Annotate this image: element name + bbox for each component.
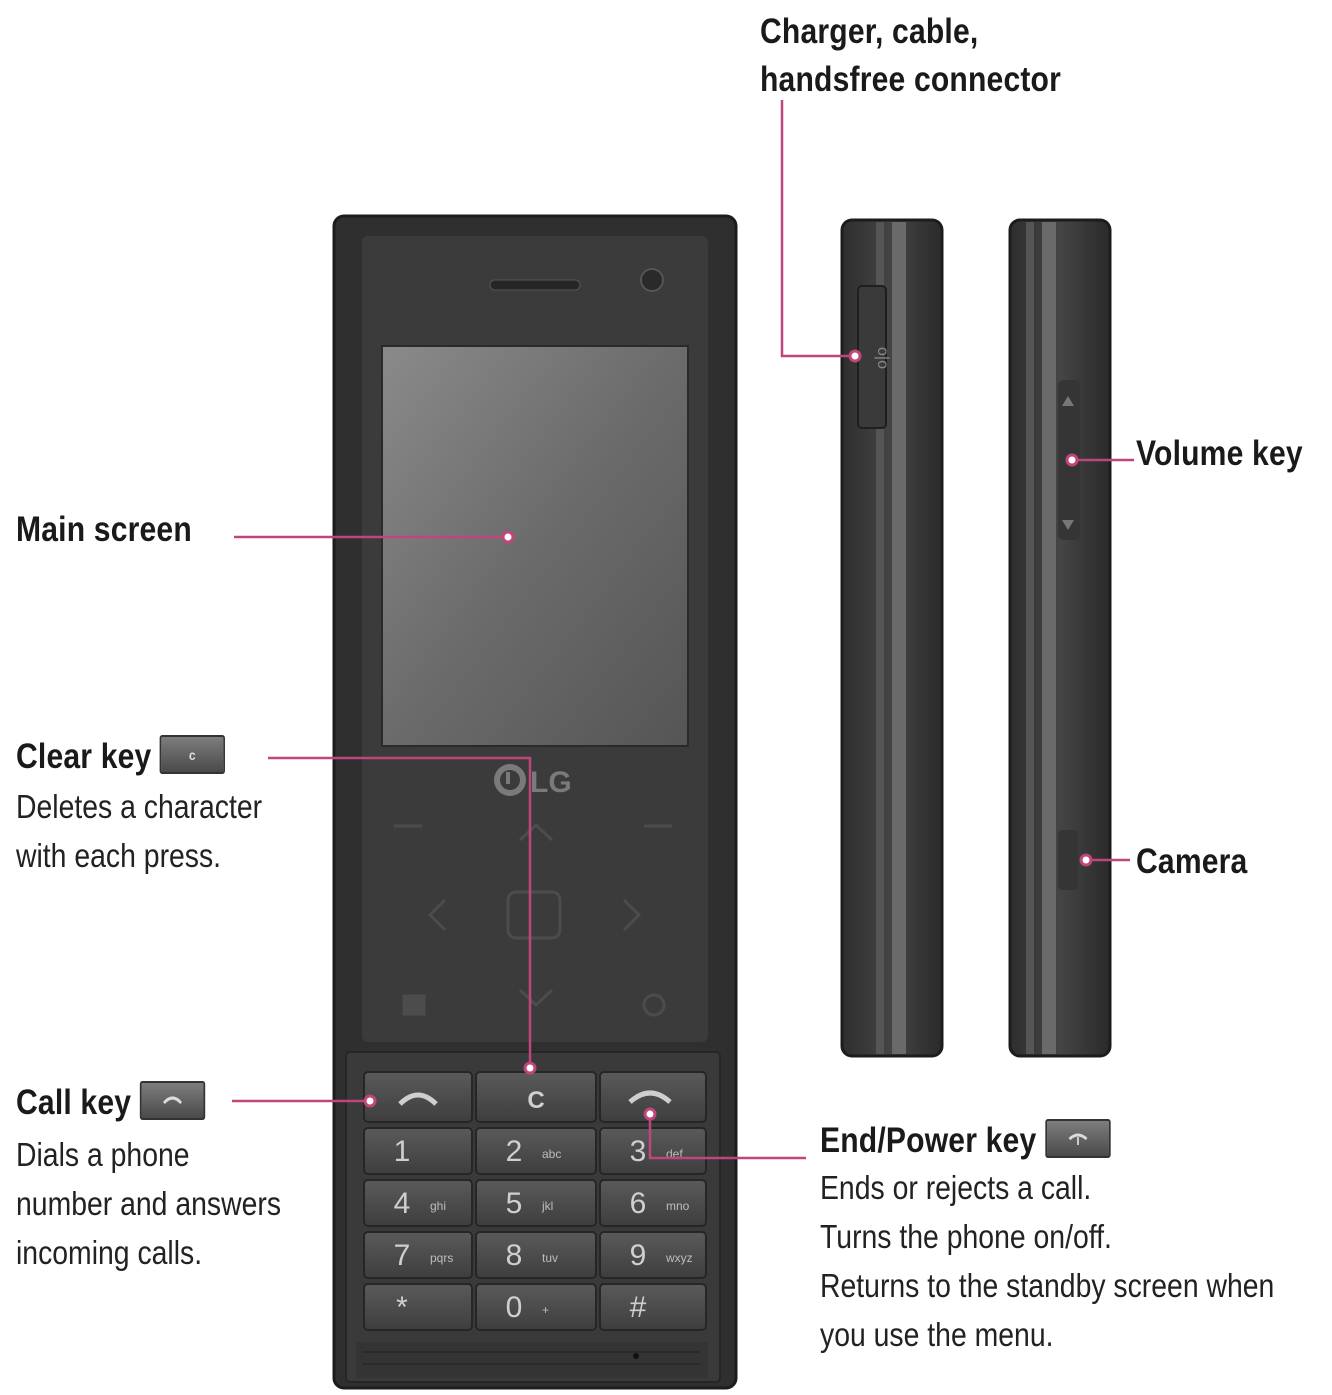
keypad-digit: 8: [506, 1239, 523, 1272]
volume-key-label: Volume key: [1136, 434, 1303, 473]
keypad-key[interactable]: [599, 1179, 707, 1227]
keypad-key[interactable]: [475, 1283, 597, 1331]
keypad-digit: 0: [506, 1291, 523, 1324]
call-key-title: Call key: [16, 1083, 132, 1122]
svg-text:c: c: [189, 747, 196, 763]
bottom-grille: [356, 1342, 708, 1378]
earpiece: [489, 279, 581, 291]
svg-text:o|o: o|o: [874, 347, 891, 369]
end-key[interactable]: [599, 1071, 707, 1123]
end-key-icon: [1044, 1119, 1111, 1159]
keypad-letters: +: [542, 1303, 549, 1317]
keypad-digit: 7: [394, 1239, 411, 1272]
keypad-digit: 1: [394, 1135, 411, 1168]
lg-logo: LG: [494, 764, 572, 799]
keypad-key[interactable]: [475, 1179, 597, 1227]
call-key-symbol: [398, 1092, 438, 1106]
keypad-key[interactable]: [475, 1231, 597, 1279]
keypad-letters: mno: [666, 1199, 690, 1213]
keypad-letters: tuv: [542, 1251, 558, 1265]
keypad-letters: jkl: [541, 1199, 553, 1213]
clear-key-label: Clear key c: [16, 735, 226, 778]
keypad-key[interactable]: [475, 1127, 597, 1175]
keypad-digit: 3: [630, 1135, 647, 1168]
end-key-symbol: [628, 1090, 672, 1104]
keypad-digit: 4: [394, 1187, 411, 1220]
camera-side-button: [1058, 830, 1078, 890]
keypad-digit: *: [396, 1291, 408, 1324]
end-key-label: End/Power key: [820, 1119, 1111, 1162]
main-screen: [381, 345, 689, 747]
keypad-letters: ghi: [430, 1199, 446, 1213]
clear-key-symbol: C: [527, 1087, 544, 1114]
charger-label-line2: handsfree connector: [760, 60, 1061, 99]
main-screen-label: Main screen: [16, 510, 192, 549]
clear-key-description: Deletes a character with each press.: [16, 788, 263, 874]
end-key-title: End/Power key: [820, 1121, 1037, 1160]
phone-side-right: [1008, 218, 1112, 1058]
keypad-key[interactable]: [599, 1231, 707, 1279]
keypad-key[interactable]: [599, 1283, 707, 1331]
keypad-digit: 2: [506, 1135, 523, 1168]
brand-text: LG: [530, 766, 572, 799]
call-key-label: Call key: [16, 1081, 206, 1124]
call-key-icon: [139, 1081, 206, 1121]
keypad-key[interactable]: [599, 1127, 707, 1175]
keypad-digit: 9: [630, 1239, 647, 1272]
keypad-letters: pqrs: [430, 1251, 453, 1265]
front-camera-lens: [640, 268, 664, 292]
keypad-digit: 5: [506, 1187, 523, 1220]
end-key-description: Ends or rejects a call. Turns the phone …: [820, 1169, 1275, 1353]
call-key-description: Dials a phone number and answers incomin…: [16, 1136, 282, 1271]
charger-label-line1: Charger, cable,: [760, 12, 979, 51]
charger-label: Charger, cable, handsfree connector: [760, 8, 1061, 104]
clear-key[interactable]: [475, 1071, 597, 1123]
keypad-letters: abc: [542, 1147, 561, 1161]
keypad-digit: #: [630, 1291, 647, 1324]
callout-dots: [363, 349, 1093, 1121]
keypad-key[interactable]: [363, 1179, 473, 1227]
callout-lines: [232, 100, 1134, 1160]
touch-nav: [394, 822, 672, 1017]
keypad-digit: 6: [630, 1187, 647, 1220]
clear-key-title: Clear key: [16, 737, 152, 776]
keypad-key[interactable]: [363, 1127, 473, 1175]
keypad-letters: wxyz: [665, 1251, 693, 1265]
clear-key-icon: c: [160, 735, 226, 775]
camera-label: Camera: [1136, 842, 1248, 881]
keypad-key[interactable]: [363, 1283, 473, 1331]
keypad-key[interactable]: [363, 1231, 473, 1279]
phone-side-left: o|o: [840, 218, 944, 1058]
